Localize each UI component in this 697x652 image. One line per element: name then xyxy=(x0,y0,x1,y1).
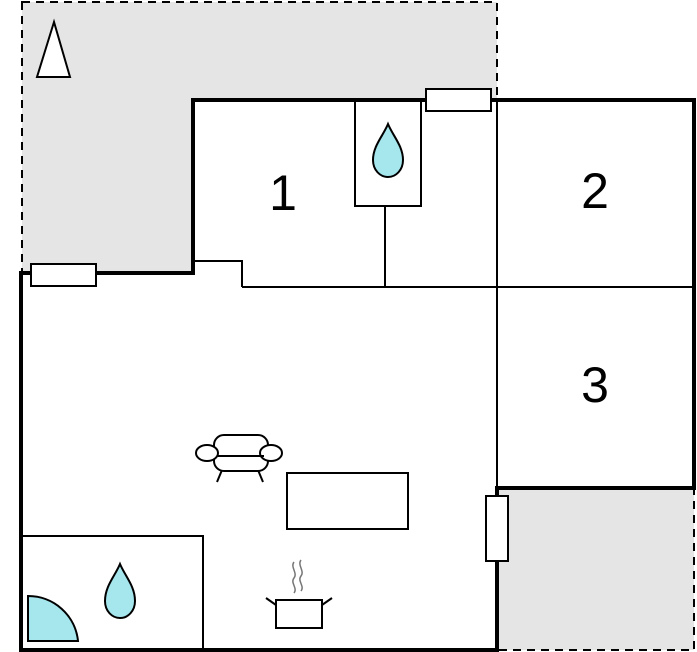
shower-icon xyxy=(27,594,80,642)
interior-walls xyxy=(21,99,694,650)
north-arrow-icon xyxy=(35,18,72,78)
room-1-label: 1 xyxy=(269,165,297,221)
interior xyxy=(21,100,694,650)
sofa-icon xyxy=(195,434,283,483)
cooking-pot-icon xyxy=(265,559,333,629)
water-drop-icon xyxy=(371,121,405,179)
window-icon xyxy=(425,88,492,112)
terrace-bottom xyxy=(496,487,695,651)
room-2-label: 2 xyxy=(581,163,609,219)
room-3-label: 3 xyxy=(581,357,609,413)
window-icon xyxy=(30,263,97,287)
window-icon xyxy=(485,495,509,562)
table-icon xyxy=(286,472,409,530)
water-drop-icon xyxy=(103,561,137,620)
